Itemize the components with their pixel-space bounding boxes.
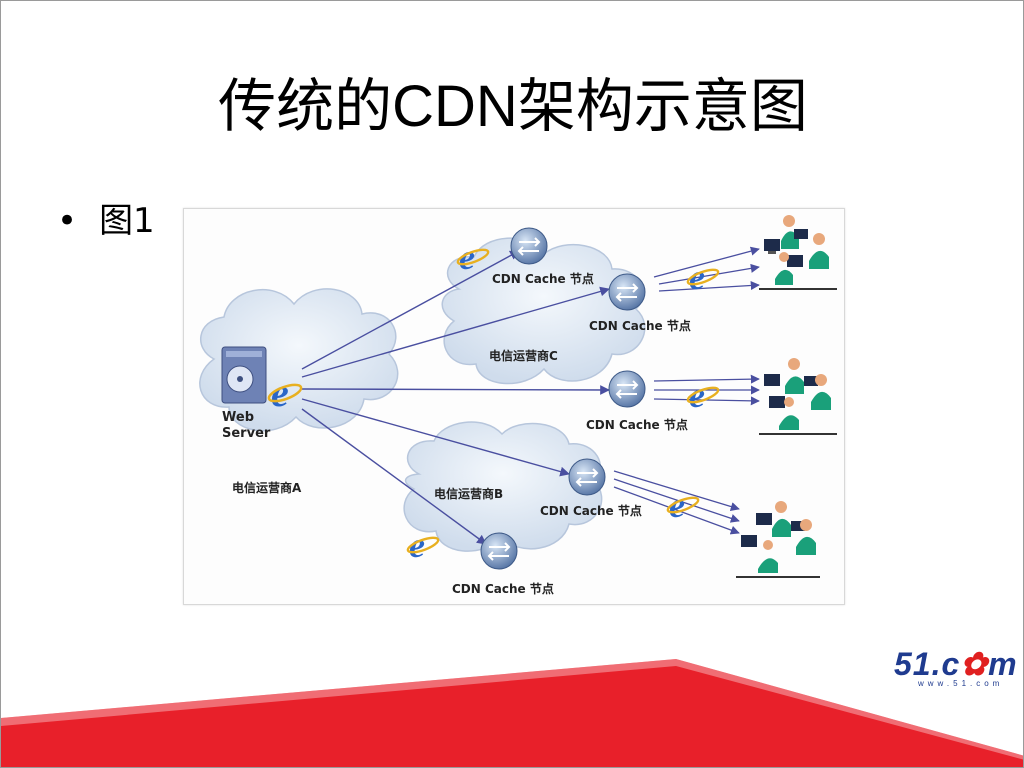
- browser-icon: e: [267, 370, 303, 415]
- cdn-diagram: Web Server e e e e e: [183, 208, 845, 605]
- cache-node-icon: [568, 458, 606, 496]
- browser-icon: e: [686, 375, 720, 415]
- brand-logo: 51.c✿m www.51.com: [894, 645, 1018, 688]
- browser-icon: e: [666, 485, 700, 525]
- user-group-icon: [759, 358, 837, 435]
- logo-text-right: m: [988, 646, 1018, 682]
- svg-text:e: e: [689, 257, 705, 297]
- cdn-diagram-svg: Web Server e e e e e: [199, 215, 837, 596]
- logo-text-left: 51.c: [894, 646, 961, 682]
- server-label-1: Web: [222, 410, 254, 425]
- arrows-server: [301, 250, 610, 545]
- title-suffix: 架构示意图: [517, 72, 808, 140]
- bullet-dot-icon: •: [57, 201, 78, 241]
- svg-text:e: e: [689, 375, 705, 415]
- server-label-2: Server: [222, 426, 271, 441]
- web-server-icon: [221, 346, 267, 404]
- slide-title: 传统的CDN架构示意图: [1, 59, 1023, 143]
- arrows-users: [613, 246, 760, 535]
- logo-o-icon: ✿: [960, 646, 989, 682]
- cache-label: CDN Cache 节点: [589, 318, 691, 333]
- bullet-item: • 图1: [57, 193, 155, 242]
- footer-swoosh: [1, 659, 1023, 767]
- carrier-b-label: 电信运营商B: [434, 486, 503, 501]
- cache-label: CDN Cache 节点: [540, 503, 642, 518]
- svg-text:e: e: [459, 237, 475, 277]
- user-group-icon: [736, 501, 820, 578]
- cache-node-icon: [480, 532, 518, 570]
- title-prefix: 传统的: [218, 72, 393, 140]
- cache-label: CDN Cache 节点: [586, 417, 688, 432]
- browser-icon: e: [686, 257, 720, 297]
- svg-text:e: e: [669, 485, 685, 525]
- cache-label: CDN Cache 节点: [492, 271, 594, 286]
- svg-text:e: e: [409, 525, 425, 565]
- browser-icon: e: [406, 525, 440, 565]
- bullet-text: 图1: [99, 201, 155, 241]
- cache-node-icon: [510, 227, 548, 265]
- browser-icon: e: [456, 237, 490, 277]
- title-latin: CDN: [392, 74, 518, 139]
- svg-text:e: e: [271, 370, 289, 415]
- carrier-a-label: 电信运营商A: [232, 480, 302, 495]
- cache-label: CDN Cache 节点: [452, 581, 554, 596]
- user-group-icon: [759, 215, 837, 290]
- cache-node-icon: [608, 273, 646, 311]
- carrier-c-label: 电信运营商C: [489, 348, 558, 363]
- cloud-carrier-c: [441, 237, 646, 385]
- logo-subtitle: www.51.com: [918, 679, 1004, 688]
- cache-node-icon: [608, 370, 646, 408]
- cloud-carrier-b: [403, 421, 603, 552]
